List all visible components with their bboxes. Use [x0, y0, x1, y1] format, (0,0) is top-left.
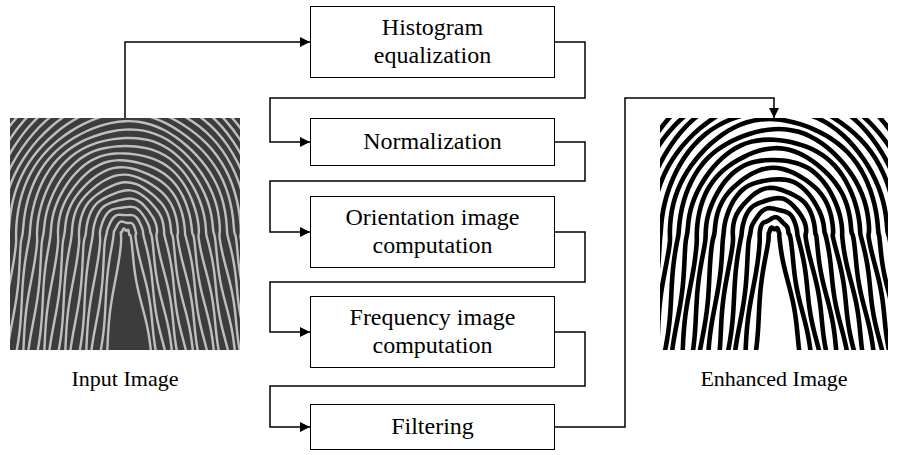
ridge-line: [97, 221, 158, 350]
ridge-line: [660, 118, 888, 350]
image-panel: Input Image: [10, 118, 240, 391]
input-fingerprint: [10, 118, 240, 350]
ridge-line: [43, 160, 215, 350]
ridge-line: [660, 118, 888, 350]
ridge-line: [10, 118, 240, 350]
image-caption: Input Image: [10, 366, 240, 391]
ridge-line: [660, 118, 888, 350]
ridge-line: [660, 118, 888, 350]
ridge-line: [660, 118, 888, 350]
enhanced-fingerprint: [660, 118, 888, 350]
ridge-line: [10, 118, 240, 350]
ridge-line: [10, 118, 240, 350]
ridge-line: [745, 217, 812, 350]
ridge-line: [10, 118, 240, 350]
ridge-line: [10, 118, 240, 350]
ridge-line: [10, 118, 240, 350]
ridge-line: [10, 118, 240, 350]
box-label: Normalization: [363, 128, 502, 156]
ridge-line: [10, 118, 240, 350]
ridge-line: [660, 118, 888, 350]
enhanced-ridges: [660, 118, 888, 350]
input-ridges: [10, 118, 240, 350]
ridge-line: [10, 118, 240, 350]
ridge-line: [10, 118, 240, 350]
ridge-line: [733, 208, 822, 350]
ridge-line: [10, 118, 240, 350]
ridge-line: [47, 167, 210, 350]
process-box: Filtering: [310, 404, 555, 450]
ridge-line: [660, 118, 888, 350]
ridge-line: [660, 118, 888, 350]
ridge-line: [76, 198, 180, 350]
ridge-line: [660, 118, 888, 350]
process-box: Orientation image computation: [310, 196, 555, 268]
ridge-line: [10, 118, 240, 350]
ridge-line: [10, 118, 240, 350]
ridge-line: [660, 119, 888, 350]
ridge-line: [10, 118, 240, 350]
ridge-line: [68, 190, 189, 350]
ridge-line: [55, 175, 201, 350]
flow-arrow: [125, 42, 310, 118]
ridge-line: [64, 182, 194, 350]
ridge-line: [660, 118, 888, 350]
box-label: Histogram equalization: [330, 14, 535, 69]
ridge-line: [660, 118, 888, 350]
image-panel: Enhanced Image: [660, 118, 888, 391]
process-box: Normalization: [310, 118, 555, 166]
ridge-line: [660, 118, 888, 350]
ridge-line: [10, 118, 240, 350]
ridge-line: [10, 118, 240, 350]
ridge-line: [660, 118, 888, 350]
process-box: Frequency image computation: [310, 296, 555, 368]
ridge-line: [10, 118, 240, 350]
box-label: Frequency image computation: [330, 304, 535, 359]
ridge-line: [10, 118, 240, 350]
ridge-line: [660, 118, 888, 350]
ridge-line: [660, 118, 888, 350]
ridge-line: [22, 138, 236, 350]
ridge-line: [10, 118, 240, 350]
ridge-line: [660, 118, 888, 350]
ridge-line: [660, 118, 888, 350]
image-caption: Enhanced Image: [660, 366, 888, 391]
ridge-line: [670, 140, 885, 350]
ridge-line: [10, 118, 240, 350]
ridge-line: [10, 118, 240, 350]
ridge-line: [10, 118, 240, 350]
ridge-line: [660, 118, 888, 350]
box-label: Filtering: [391, 413, 474, 441]
ridge-line: [660, 118, 888, 350]
box-label: Orientation image computation: [330, 204, 535, 259]
ridge-line: [10, 118, 240, 350]
ridge-line: [660, 118, 888, 350]
ridge-line: [10, 118, 240, 350]
ridge-line: [660, 118, 888, 350]
ridge-line: [660, 118, 888, 350]
ridge-line: [10, 118, 240, 350]
ridge-line: [85, 207, 173, 350]
ridge-line: [10, 118, 240, 350]
ridge-line: [10, 118, 240, 350]
ridge-line: [10, 118, 240, 350]
ridge-line: [26, 146, 231, 350]
ridge-line: [10, 118, 240, 350]
ridge-line: [660, 118, 888, 350]
process-box: Histogram equalization: [310, 6, 555, 78]
ridge-line: [34, 153, 222, 350]
ridge-line: [10, 118, 240, 350]
ridge-line: [10, 118, 240, 350]
